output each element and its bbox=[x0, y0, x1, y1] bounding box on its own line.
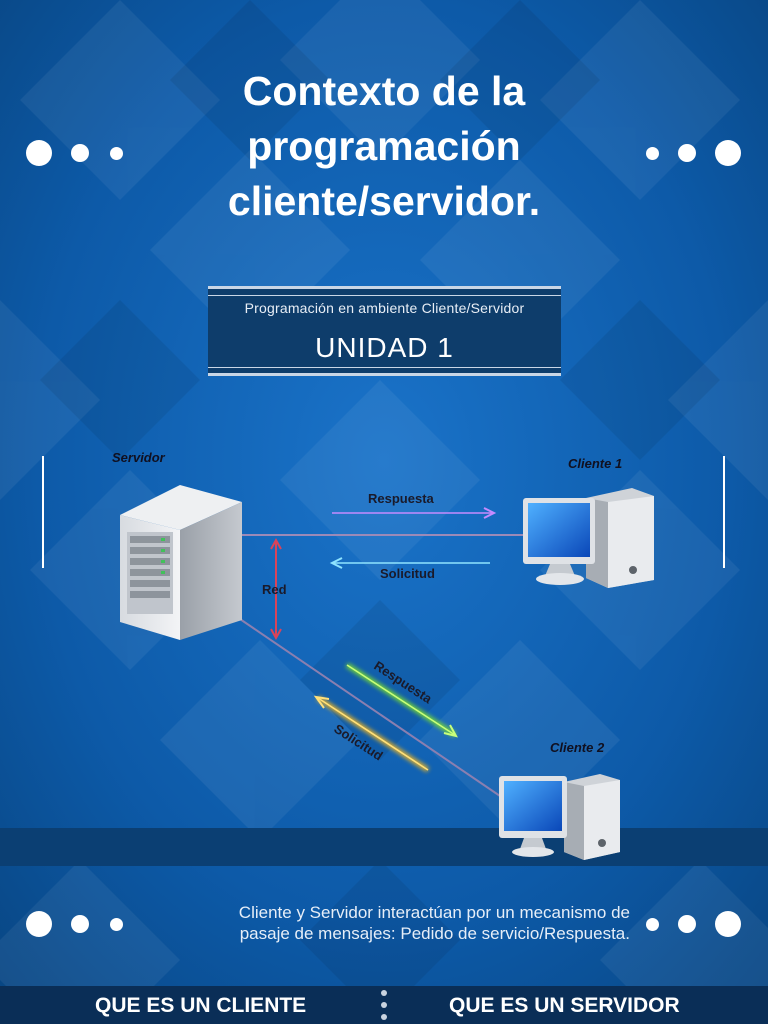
unit-subtitle: Programación en ambiente Cliente/Servido… bbox=[244, 300, 525, 316]
footer-bar: QUE ES UN CLIENTE QUE ES UN SERVIDOR bbox=[0, 986, 768, 1024]
decor-dot bbox=[71, 144, 89, 162]
slide-title: Contexto de la programación cliente/serv… bbox=[84, 64, 684, 229]
network-arrow bbox=[270, 537, 282, 641]
title-line-3: cliente/servidor. bbox=[227, 178, 541, 224]
decor-dot bbox=[715, 140, 741, 166]
decor-dot bbox=[110, 147, 123, 160]
decor-dot bbox=[715, 911, 741, 937]
side-line-left bbox=[42, 456, 44, 568]
caption-line-2: pasaje de mensajes: Pedido de servicio/R… bbox=[239, 924, 630, 943]
client2-computer-icon bbox=[499, 774, 620, 860]
decor-dot bbox=[646, 147, 659, 160]
decor-dot bbox=[71, 915, 89, 933]
unit-banner: Programación en ambiente Cliente/Servido… bbox=[208, 286, 561, 376]
response-arrow-2 bbox=[345, 662, 458, 738]
server-icon bbox=[120, 485, 242, 640]
response-arrow-1 bbox=[332, 507, 497, 519]
client-server-diagram: Red Respuesta Solicitud Respuesta Solici… bbox=[112, 450, 654, 860]
client1-label: Cliente 1 bbox=[568, 456, 622, 471]
decor-dot bbox=[678, 915, 696, 933]
decor-dot bbox=[26, 911, 52, 937]
request-arrow-1 bbox=[329, 557, 490, 569]
request-arrow-2 bbox=[313, 695, 430, 773]
footer-separator-dot bbox=[381, 1014, 387, 1020]
network-label: Red bbox=[262, 582, 287, 597]
link-line-client2 bbox=[211, 599, 501, 797]
title-line-1: Contexto de la bbox=[242, 68, 526, 114]
lower-band bbox=[0, 828, 768, 866]
divider bbox=[208, 295, 561, 296]
footer-separator-dot bbox=[381, 990, 387, 996]
link-que-es-un-servidor[interactable]: QUE ES UN SERVIDOR bbox=[449, 994, 680, 1017]
side-line-right bbox=[723, 456, 725, 568]
link-que-es-un-cliente[interactable]: QUE ES UN CLIENTE bbox=[95, 994, 307, 1017]
client1-computer-icon bbox=[523, 488, 654, 588]
request-label-1: Solicitud bbox=[380, 566, 435, 581]
unit-title: UNIDAD 1 bbox=[315, 332, 454, 363]
decor-dot bbox=[678, 144, 696, 162]
diagram-caption: Cliente y Servidor interactúan por un me… bbox=[130, 902, 630, 944]
caption-line-1: Cliente y Servidor interactúan por un me… bbox=[238, 903, 630, 922]
response-label-1: Respuesta bbox=[368, 491, 435, 506]
decor-dot bbox=[26, 140, 52, 166]
divider bbox=[208, 367, 561, 368]
server-label: Servidor bbox=[112, 450, 166, 465]
client2-label: Cliente 2 bbox=[550, 740, 605, 755]
decor-dot bbox=[110, 918, 123, 931]
footer-separator-dot bbox=[381, 1002, 387, 1008]
decor-dot bbox=[646, 918, 659, 931]
title-line-2: programación bbox=[247, 123, 521, 169]
